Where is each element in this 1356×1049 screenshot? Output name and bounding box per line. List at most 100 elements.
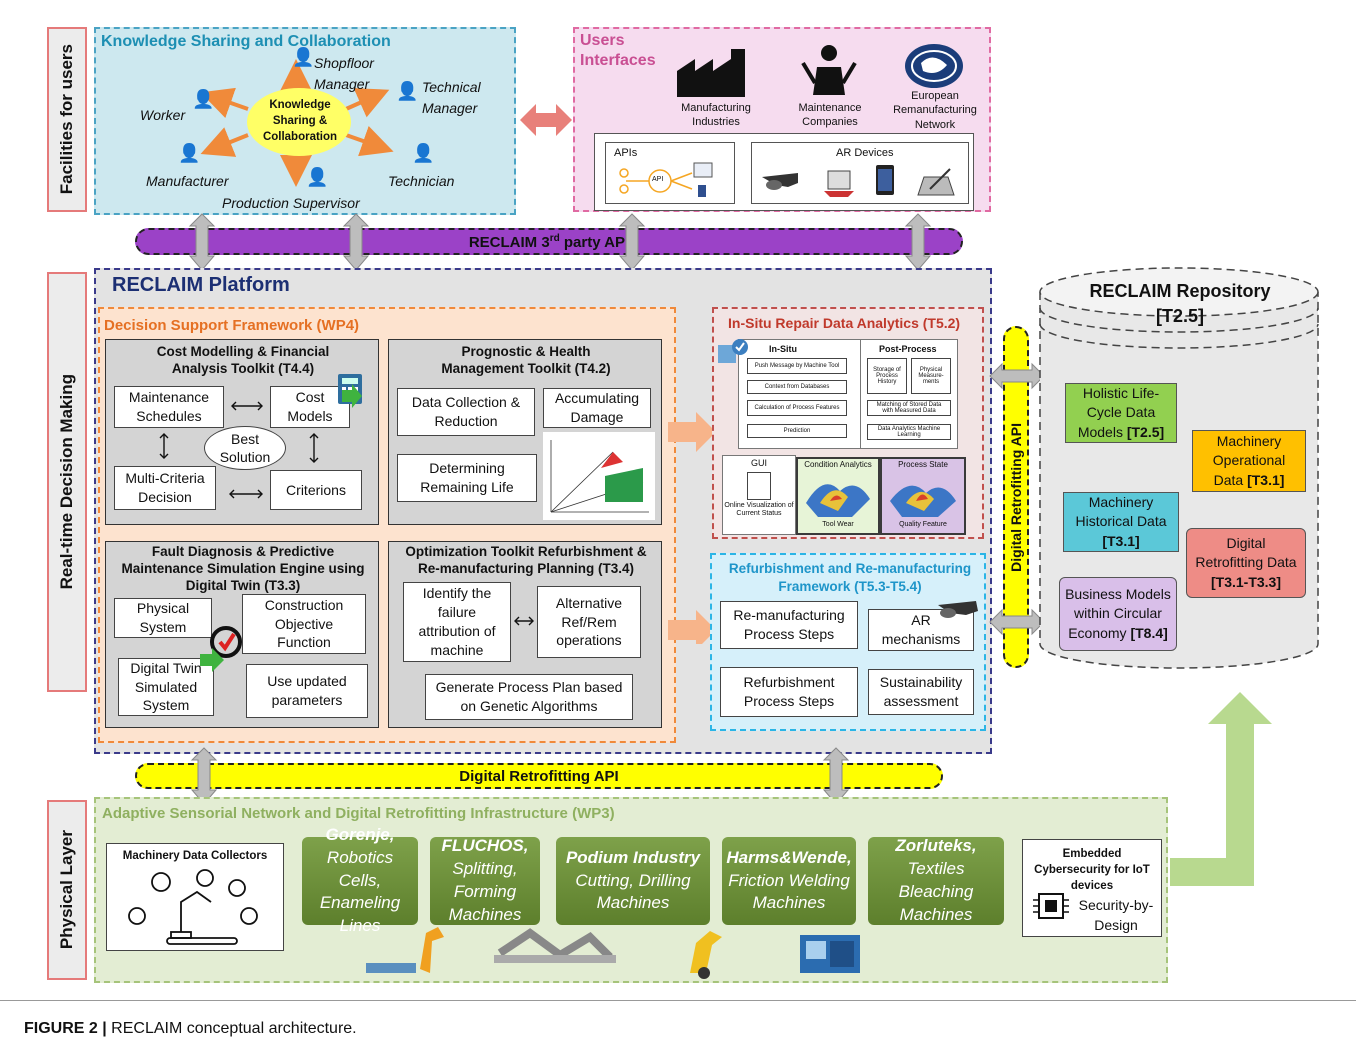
cybersecurity-title: Embedded Cybersecurity for IoT devices <box>1034 848 1150 893</box>
pilot-fluchos-desc: Splitting, Forming Machines <box>448 859 522 924</box>
optimization-toolkit: Optimization Toolkit Refurbishment & Re-… <box>388 541 662 728</box>
machinery-data-collectors-box: Machinery Data Collectors <box>106 843 284 951</box>
cost-toolkit-arrows <box>159 374 362 499</box>
criterions-box: Criterions <box>270 470 362 510</box>
facilities-label-text: Facilities for users <box>57 44 76 195</box>
flow-push-message: Push Message by Machine Tool <box>747 358 847 374</box>
gui-caption: Online Visualization of Current Status <box>724 502 794 517</box>
knowledge-center-label: Knowledge Sharing & Collaboration <box>262 99 338 144</box>
shopfloor-person-icon: 👤 <box>292 47 315 67</box>
ar-mechanisms-box: AR mechanisms <box>868 609 974 651</box>
technical-manager-person-icon: 👤 <box>396 81 419 101</box>
exchange-double-arrow <box>520 104 572 136</box>
ar-devices-box: AR Devices <box>751 142 969 204</box>
role-worker: Worker <box>140 107 186 123</box>
refurbishment-framework-panel: Refurbishment and Re-manufacturing Frame… <box>710 553 986 731</box>
physical-label-text: Physical Layer <box>57 830 76 950</box>
fault-engine-title: Fault Diagnosis & Predictive Maintenance… <box>121 544 365 593</box>
historical-text: Machinery Historical Data <box>1075 493 1167 530</box>
caption-text: RECLAIM conceptual architecture. <box>106 1020 357 1037</box>
pilot-podium-desc: Cutting, Drilling Machines <box>575 870 691 913</box>
refurbishment-steps-box: Refurbishment Process Steps <box>720 667 858 717</box>
role-manufacturer: Manufacturer <box>146 173 229 189</box>
insitu-title: In-Situ Repair Data Analytics (T5.2) <box>728 315 961 331</box>
identify-failure-box: Identify the failure attribution of mach… <box>403 582 511 662</box>
knowledge-arrows <box>200 59 394 187</box>
industrial-machines-icons <box>366 927 860 979</box>
api-small-label: API <box>652 176 664 183</box>
robot-arm-sensors-icon <box>128 869 258 945</box>
data-collection-box: Data Collection & Reduction <box>397 388 535 436</box>
quality-feature-label: Quality Feature <box>899 521 947 528</box>
realtime-label-text: Real-time Decision Making <box>57 374 76 590</box>
pilot-fluchos-box: FLUCHOS, Splitting, Forming Machines <box>430 836 540 925</box>
supervisor-person-icon: 👤 <box>306 167 329 187</box>
pilot-gorenje-desc: Robotics Cells, Enameling Lines <box>319 847 401 936</box>
api-network-icon <box>619 162 713 197</box>
users-item-remanufacturing-network: European Remanufacturing Network <box>893 90 977 131</box>
caption-divider <box>0 1000 1356 1001</box>
ar-devices-label: AR Devices <box>836 147 894 159</box>
post-process-title: Post-Process <box>879 344 937 354</box>
devices-container: APIs API AR Devices <box>594 133 974 211</box>
holistic-data-models-box: Holistic Life-Cycle Data Models [T2.5] <box>1065 383 1177 443</box>
operational-text: Machinery Operational Data <box>1212 432 1286 488</box>
flow-analytics: Data Analytics Machine Learning <box>867 424 951 440</box>
gui-label: GUI <box>750 458 767 468</box>
knowledge-sharing-title: Knowledge Sharing and Collaboration <box>101 33 391 50</box>
ar-glasses-icon <box>938 601 978 618</box>
third-party-api-bar: RECLAIM 3rd party API <box>135 228 963 255</box>
security-by-design-label: Security-by-Design <box>1078 897 1154 933</box>
repository-title: RECLAIM Repository [T2.5] <box>1089 281 1271 327</box>
refurb-title: Refurbishment and Re-manufacturing Frame… <box>728 561 972 594</box>
digital-retrofitting-api-horizontal: Digital Retrofitting API <box>135 763 943 789</box>
pilot-zorluteks-desc: Textiles Bleaching Machines <box>898 859 974 924</box>
process-state-box: Process State Quality Feature <box>880 457 966 535</box>
apis-box: APIs API <box>605 142 735 204</box>
best-solution-ellipse: Best Solution <box>204 426 286 470</box>
maintenance-schedules-box: Maintenance Schedules <box>114 386 224 428</box>
machinery-operational-data-box: Machinery Operational Data [T3.1] <box>1192 430 1306 492</box>
chip-lock-icon <box>1033 893 1069 919</box>
sustainability-assessment-box: Sustainability assessment <box>868 669 974 715</box>
role-technician: Technician <box>388 173 455 189</box>
holistic-ref: [T2.5] <box>1126 423 1165 440</box>
tool-wear-label: Tool Wear <box>822 521 854 528</box>
users-interfaces-panel: Users Interfaces Manufacturing Industrie… <box>573 27 991 212</box>
pilot-harms-wende-name: Harms&Wende, <box>726 847 852 867</box>
knowledge-sharing-panel: Knowledge Sharing and Collaboration Know… <box>94 27 516 215</box>
flow-context: Context from Databases <box>747 380 847 394</box>
third-party-api-prefix: RECLAIM 3 <box>468 233 550 251</box>
maintenance-worker-icon <box>801 45 857 95</box>
retrofitting-ref: [T3.1-T3.3] <box>1210 573 1281 590</box>
network-globe-icon <box>905 44 963 88</box>
flow-storage: Storage of Process History <box>867 358 907 394</box>
holistic-text: Holistic Life-Cycle Data Models <box>1077 384 1160 440</box>
pilot-zorluteks-name: Zorluteks, <box>895 836 977 856</box>
sync-cycle-icon <box>200 626 242 672</box>
realtime-decision-label: Real-time Decision Making <box>47 272 87 692</box>
condition-analytics-box: Condition Analytics Tool Wear <box>796 457 880 535</box>
role-production-supervisor: Production Supervisor <box>222 195 360 211</box>
construction-objective-box: Construction Objective Function <box>242 594 366 654</box>
accumulating-damage-box: Accumulating Damage <box>543 388 651 428</box>
retrofitting-text: Digital Retrofitting Data <box>1195 534 1297 571</box>
third-party-api-sup: rd <box>549 232 560 244</box>
remaining-life-box: Determining Remaining Life <box>397 454 537 502</box>
alternative-operations-box: Alternative Ref/Rem operations <box>537 586 641 658</box>
third-party-api-suffix: party API <box>559 233 630 251</box>
generate-process-plan-box: Generate Process Plan based on Genetic A… <box>425 674 633 720</box>
remaining-life-chart-thumbnail <box>543 432 655 520</box>
cost-modelling-toolkit: Cost Modelling & Financial Analysis Tool… <box>105 339 379 525</box>
api-connector-arrows <box>188 213 932 271</box>
historical-ref: [T3.1] <box>1102 532 1140 549</box>
dr-api-horizontal-label: Digital Retrofitting API <box>459 767 619 785</box>
pilot-fluchos-name: FLUCHOS, <box>441 836 529 856</box>
updated-parameters-box: Use updated parameters <box>246 664 368 718</box>
insitu-flow-title: In-Situ <box>769 344 797 354</box>
cybersecurity-box: Embedded Cybersecurity for IoT devices S… <box>1022 839 1162 937</box>
dsf-title: Decision Support Framework (WP4) <box>104 317 360 334</box>
remanufacturing-steps-box: Re-manufacturing Process Steps <box>720 601 858 649</box>
tool-wear-surface-plot <box>806 484 870 517</box>
prognostic-health-toolkit: Prognostic & Health Management Toolkit (… <box>388 339 662 525</box>
